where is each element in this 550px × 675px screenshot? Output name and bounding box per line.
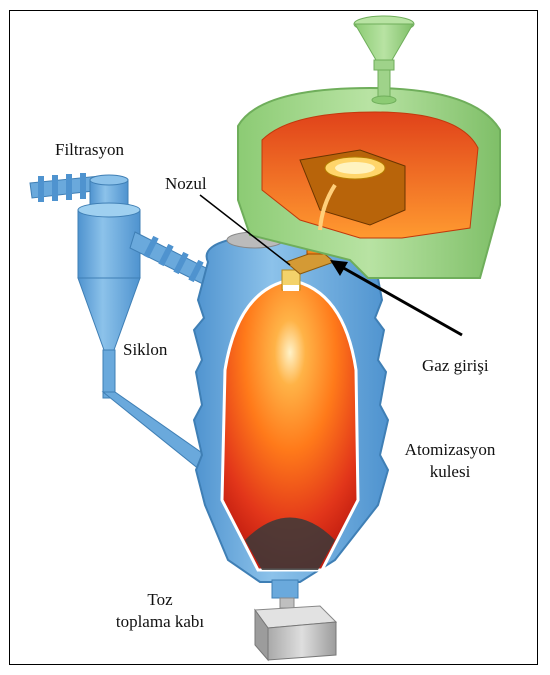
label-gas-inlet: Gaz girişi xyxy=(422,356,489,376)
label-collector-line1: Toz xyxy=(100,590,220,610)
melting-furnace xyxy=(238,16,500,278)
label-collector-line2: toplama kabı xyxy=(100,612,220,632)
label-cyclone: Siklon xyxy=(123,340,167,360)
cyclone-tower-duct xyxy=(130,232,210,285)
label-nozzle: Nozul xyxy=(165,174,207,194)
label-tower-line2: kulesi xyxy=(395,462,505,482)
atomization-tower xyxy=(194,225,388,582)
powder-collector xyxy=(255,580,336,660)
label-filtration: Filtrasyon xyxy=(55,140,124,160)
cyclone xyxy=(78,175,205,470)
label-tower-line1: Atomizasyon xyxy=(395,440,505,460)
